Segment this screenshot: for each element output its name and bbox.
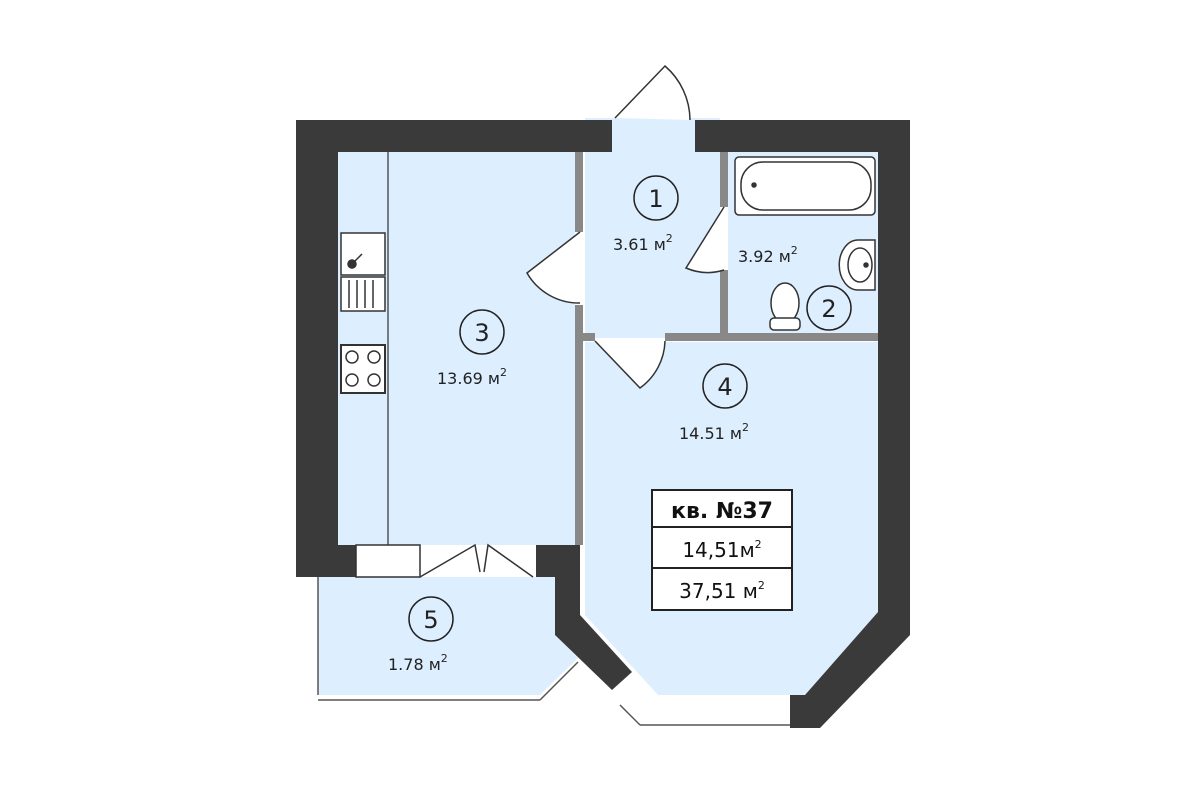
bathtub-icon: [734, 156, 876, 216]
wall-1-2-upper: [720, 152, 728, 207]
room-5-area: 1.78 м2: [388, 652, 448, 674]
room-3-area: 13.69 м2: [437, 366, 507, 388]
stove-icon: [340, 344, 386, 394]
room-4-number: 4: [717, 373, 732, 401]
apartment-number: кв. №37: [671, 499, 773, 524]
floor-room-3: [338, 152, 575, 545]
wall-top-right: [695, 120, 910, 728]
room-2-area: 3.92 м2: [738, 244, 798, 266]
balcony-window: [355, 544, 421, 578]
washbasin-icon: [838, 239, 876, 291]
wall-2-4: [665, 333, 878, 341]
room-1-number: 1: [648, 185, 663, 213]
wall-1-4-stub: [583, 333, 595, 341]
wall-3-1-lower: [575, 305, 583, 545]
apartment-living-area: 14,51м2: [682, 538, 761, 562]
room-3-label: 3 13.69 м2: [437, 309, 507, 388]
room-4-label: 4 14.51 м2: [679, 363, 749, 443]
kitchen-fixtures: [340, 232, 386, 394]
door-1-4: [594, 340, 666, 389]
door-1-2: [684, 206, 725, 274]
outer-walls: [296, 120, 910, 728]
room-5-number: 5: [423, 606, 438, 634]
balcony-door: [419, 543, 534, 578]
apartment-total-area: 37,51 м2: [679, 579, 765, 603]
room-1-area: 3.61 м2: [613, 232, 673, 254]
dishwasher-icon: [340, 276, 386, 312]
room-5-label: 5 1.78 м2: [388, 596, 454, 674]
floor-room-1: [585, 118, 720, 338]
room-2-number: 2: [821, 295, 836, 323]
outlines: [317, 152, 790, 726]
interior-walls: [575, 152, 878, 545]
entrance-door: [614, 64, 691, 121]
sink-icon: [340, 232, 386, 276]
room-4-area: 14.51 м2: [679, 421, 749, 443]
wall-left: [296, 120, 612, 577]
apartment-card: кв. №37 14,51м2 37,51 м2: [651, 489, 793, 611]
doors: [355, 64, 725, 578]
bathroom-fixtures: [734, 156, 876, 331]
room-3-number: 3: [474, 319, 489, 347]
floor-room-5: [318, 577, 578, 695]
room-2-label: 2 3.92 м2: [738, 244, 852, 331]
wall-lower-middle: [536, 545, 632, 690]
wall-1-2-lower: [720, 270, 728, 338]
door-1-3: [526, 231, 581, 304]
room-1-label: 1 3.61 м2: [613, 175, 679, 254]
wall-3-1-upper: [575, 152, 583, 232]
toilet-icon: [769, 282, 801, 331]
